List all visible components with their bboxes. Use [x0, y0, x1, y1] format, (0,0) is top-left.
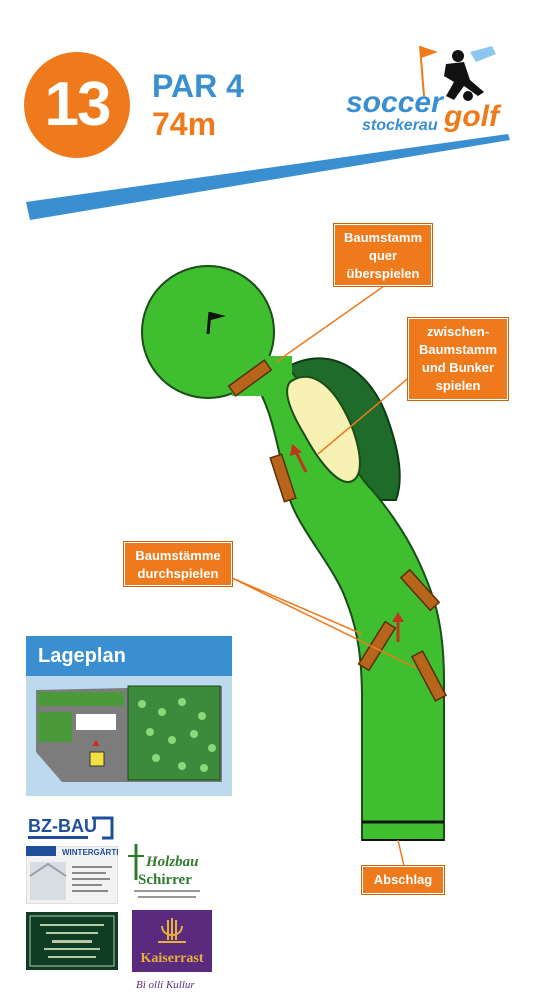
sponsor-holzbau-logo: Holzbau Schirrer — [124, 840, 210, 906]
site-plan-title: Lageplan — [26, 636, 232, 676]
leader-line — [317, 369, 419, 455]
blue-swoosh — [26, 134, 510, 220]
header-graphics: soccer golf stockerau — [26, 45, 510, 220]
log-obstacle — [399, 568, 441, 612]
leader-line — [231, 577, 417, 669]
leader-line — [275, 285, 385, 363]
sponsor-kaiserrast-logo: Kaiserrast Bi olli Kullur — [132, 910, 212, 991]
brand-word-golf: golf — [443, 100, 502, 133]
sponsor-dark-green-logo — [26, 912, 118, 970]
direction-arrow — [290, 444, 308, 473]
svg-text:BZ-BAU: BZ-BAU — [28, 816, 97, 836]
callout-logs-through: Baumstämme durchspielen — [124, 542, 232, 586]
brand-word-stockerau: stockerau — [362, 117, 438, 134]
log-obstacle — [269, 453, 297, 503]
callout-between: zwischen- Baumstamm und Bunker spielen — [408, 318, 508, 400]
svg-text:Schirrer: Schirrer — [138, 872, 192, 888]
svg-text:Kaiserrast: Kaiserrast — [141, 951, 204, 966]
soccer-player-icon — [419, 45, 496, 101]
flag-icon — [206, 311, 226, 335]
svg-text:WINTERGÄRTEN: WINTERGÄRTEN — [62, 848, 118, 857]
callout-log-cross: Baumstamm quer überspielen — [334, 224, 432, 286]
bunker — [286, 375, 361, 483]
sponsor-wintergarten-logo: WINTERGÄRTEN — [26, 846, 118, 904]
leader-line — [231, 577, 363, 635]
svg-text:Bi olli Kullur: Bi olli Kullur — [136, 979, 195, 991]
log-obstacle — [227, 359, 273, 397]
distance-label: 74m — [152, 106, 217, 142]
brand-word-soccer: soccer — [346, 86, 445, 119]
direction-arrow — [392, 612, 404, 642]
sponsor-bzbau-logo: BZ-BAU — [26, 812, 118, 844]
svg-text:Holzbau: Holzbau — [145, 854, 199, 870]
log-obstacle — [357, 620, 397, 672]
site-plan-panel: Lageplan — [26, 636, 232, 796]
callout-tee: Abschlag — [362, 866, 444, 894]
leader-line — [397, 839, 405, 867]
hole-number-badge: 13 — [24, 52, 130, 158]
log-obstacle — [410, 650, 448, 702]
site-plan-map — [36, 685, 222, 782]
par-label: PAR 4 — [152, 68, 244, 104]
